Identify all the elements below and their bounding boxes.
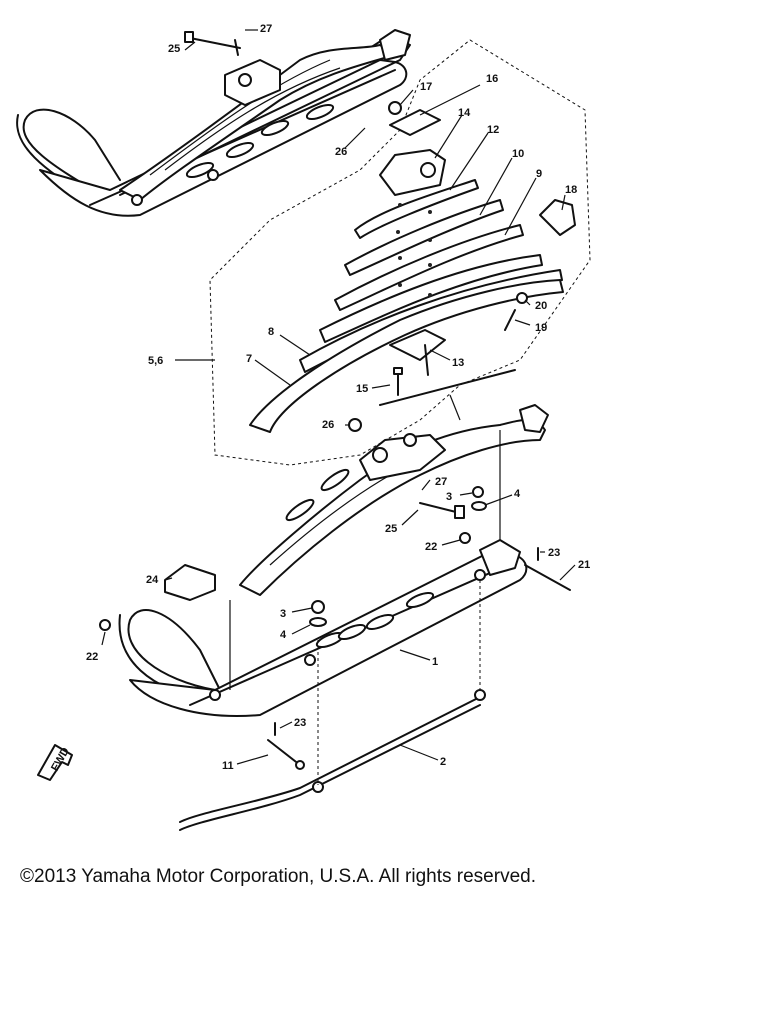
callout-16: 17 [420, 81, 432, 93]
callout-23-left: 23 [294, 717, 306, 729]
callout-27-top: 27 [260, 23, 272, 35]
callout-2: 2 [440, 756, 446, 768]
leaf-spring-stack [209, 39, 591, 466]
assembled-ski-top [16, 29, 411, 217]
callout-27-mid: 27 [435, 476, 447, 488]
callout-15: 16 [486, 73, 498, 85]
callout-18: 19 [535, 322, 547, 334]
callout-labels: 25 27 26 17 16 14 12 10 9 18 8 7 5,6 13 … [86, 23, 590, 772]
callout-leaders [101, 29, 576, 765]
callout-1: 1 [432, 656, 438, 668]
callout-8: 8 [268, 326, 274, 338]
callout-5-6: 5,6 [148, 355, 163, 367]
callout-25-top: 25 [168, 43, 180, 55]
exploded-parts-diagram: FWD 25 [16, 23, 591, 831]
callout-22-mid: 22 [425, 541, 437, 553]
callout-22-left: 22 [86, 651, 98, 663]
leaf-center-holes [396, 203, 432, 297]
fwd-arrow-icon: FWD [37, 744, 73, 781]
callout-21: 11 [222, 760, 234, 772]
callout-3-mid: 3 [446, 491, 452, 503]
callout-14: 14 [458, 107, 471, 119]
callout-11: 12 [487, 124, 499, 136]
callout-24: 24 [146, 574, 159, 586]
callout-7: 7 [246, 353, 252, 365]
callout-25-mid: 25 [385, 523, 397, 535]
callout-3-low: 3 [280, 608, 286, 620]
lower-ski-assembly [99, 404, 571, 831]
callout-12: 13 [452, 357, 464, 369]
callout-20: 21 [578, 559, 590, 571]
callout-26-top: 26 [335, 146, 347, 158]
callout-23-right: 23 [548, 547, 560, 559]
callout-17: 18 [565, 184, 577, 196]
callout-26-mid: 26 [322, 419, 334, 431]
callout-9: 9 [536, 168, 542, 180]
callout-10: 10 [512, 148, 524, 160]
callout-13: 15 [356, 383, 368, 395]
callout-19: 20 [535, 300, 547, 312]
copyright-notice: ©2013 Yamaha Motor Corporation, U.S.A. A… [20, 866, 536, 887]
callout-4-mid: 4 [514, 488, 521, 500]
callout-4-low: 4 [280, 629, 287, 641]
